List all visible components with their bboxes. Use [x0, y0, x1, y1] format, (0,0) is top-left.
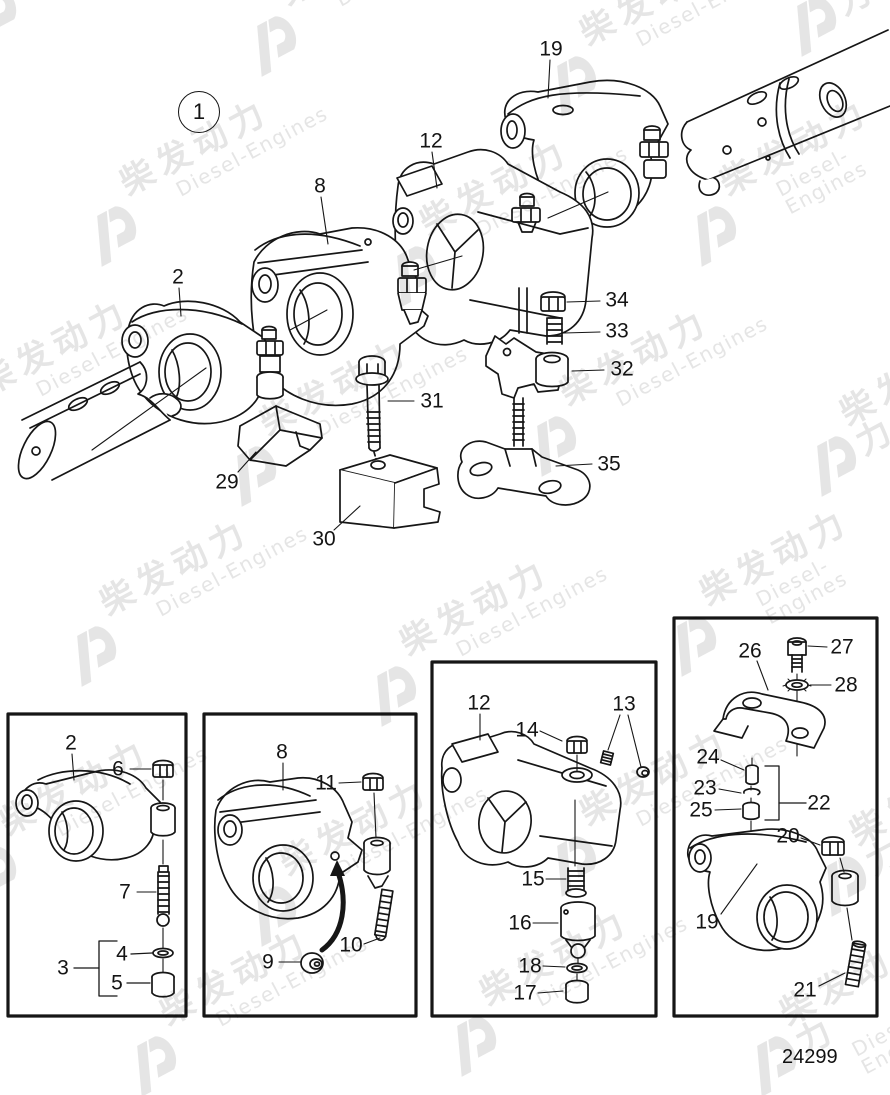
callout-12: 12: [419, 129, 443, 153]
callout-18: 18: [518, 954, 542, 978]
callout-20: 20: [776, 824, 800, 848]
callout-11: 11: [315, 771, 337, 795]
callout-5: 5: [111, 971, 123, 995]
callout-9: 9: [262, 950, 274, 974]
panel1-parts-drawing: [15, 753, 176, 998]
callout-7: 7: [119, 880, 131, 904]
callout-24: 24: [696, 745, 720, 769]
rocker-shaft-drawing: [680, 29, 890, 197]
callout-28: 28: [834, 673, 858, 697]
callout-21: 21: [793, 978, 817, 1002]
callout-13: 13: [612, 692, 636, 716]
support-block-30-drawing: [339, 454, 441, 529]
callout-34: 34: [605, 288, 629, 312]
callout-19: 19: [539, 37, 563, 61]
callout-35: 35: [597, 452, 621, 476]
callout-8: 8: [276, 740, 288, 764]
callout-10: 10: [339, 933, 363, 957]
callout-27: 27: [830, 635, 854, 659]
callout-23: 23: [693, 776, 717, 800]
callout-26: 26: [738, 639, 762, 663]
shaft-end-drawing: [17, 361, 182, 481]
callout-3: 3: [57, 956, 69, 980]
callout-22: 22: [807, 791, 831, 815]
panel3-parts-drawing: [440, 713, 650, 1004]
callout-2: 2: [172, 265, 184, 289]
callout-12: 12: [467, 691, 491, 715]
callout-2: 2: [65, 731, 77, 755]
flange-bolt-31-drawing: [355, 355, 389, 463]
callout-25: 25: [689, 798, 713, 822]
callout-1: 1: [178, 91, 220, 133]
callout-31: 31: [420, 389, 444, 413]
drawing-number: 24299: [782, 1046, 838, 1068]
callout-29: 29: [215, 470, 239, 494]
callout-15: 15: [521, 867, 545, 891]
callout-30: 30: [312, 527, 336, 551]
callout-4: 4: [116, 942, 128, 966]
callout-6: 6: [112, 757, 124, 781]
callout-17: 17: [513, 981, 537, 1005]
callout-32: 32: [610, 357, 634, 381]
callout-19: 19: [695, 910, 719, 934]
callout-33: 33: [605, 319, 629, 343]
callout-14: 14: [515, 718, 539, 742]
callout-8: 8: [314, 174, 326, 198]
callout-16: 16: [508, 911, 532, 935]
